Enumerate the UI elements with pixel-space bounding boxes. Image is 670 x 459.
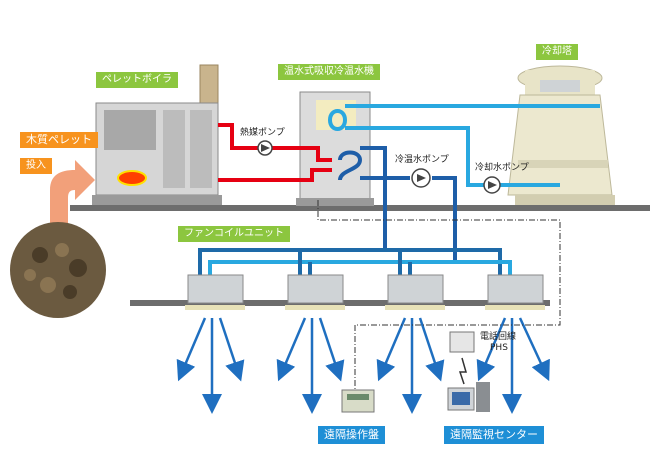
pellet-boiler-label: ペレットボイラ [96, 72, 178, 88]
cooling-tower-label: 冷却塔 [536, 44, 578, 60]
cooling-tower [507, 65, 615, 205]
pellet-boiler [92, 64, 222, 205]
hot-water-pipes [218, 123, 332, 182]
fan-coil-units [185, 274, 545, 310]
chilled-water-pipes [338, 146, 457, 262]
remote-panel-label: 遠隔操作盤 [318, 426, 385, 444]
distribution-pipes [198, 248, 512, 275]
wood-pellet-label: 木質ペレット [20, 132, 98, 148]
absorption-chiller-label: 温水式吸収冷温水機 [278, 64, 380, 80]
chilled-water-pump-label: 冷温水ポンプ [395, 155, 449, 165]
fan-coil-unit-label: ファンコイルユニット [178, 226, 290, 242]
phs-label: PHS [490, 343, 508, 353]
input-label: 投入 [20, 158, 52, 174]
cooling-water-pump-label: 冷却水ポンプ [475, 163, 529, 173]
monitoring-pc [447, 331, 490, 412]
wood-pellet-image [10, 222, 106, 318]
cooling-water-pipes [328, 104, 600, 187]
remote-monitor-label: 遠隔監視センター [444, 426, 544, 444]
control-wiring [317, 200, 561, 395]
upper-floor [70, 205, 650, 211]
heat-medium-pump-label: 熱媒ポンプ [240, 128, 285, 138]
pellet-input-arrow [50, 160, 95, 230]
remote-panel-device [341, 389, 375, 413]
airflow-arrows [176, 317, 550, 414]
phone-line-label: 電話回線 [480, 332, 517, 342]
